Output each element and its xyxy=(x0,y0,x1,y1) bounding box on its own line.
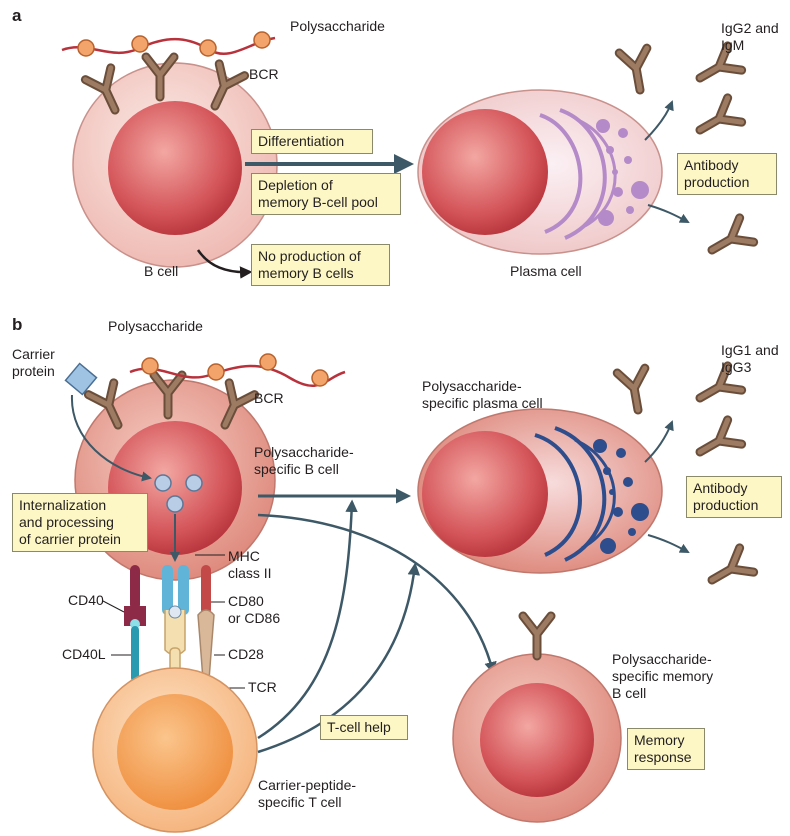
t-cell-label: Carrier-peptide-specific T cell xyxy=(258,777,357,810)
cd40l-label: CD40L xyxy=(62,646,106,662)
cd40-label: CD40 xyxy=(68,592,104,608)
cd28-label: CD28 xyxy=(228,646,264,662)
tcr-label: TCR xyxy=(248,679,277,695)
plasma-cell-b xyxy=(417,408,663,574)
arrow-no-production xyxy=(196,249,253,279)
bcr-label-b: BCR xyxy=(254,390,284,406)
cd80-molecule xyxy=(201,565,211,615)
plasma-cell-a xyxy=(417,89,663,255)
cd28-molecule xyxy=(197,609,215,681)
arrow-carrier-internalization xyxy=(70,394,152,482)
polysaccharide-label-a: Polysaccharide xyxy=(290,18,385,34)
plasma-cell-label-a: Plasma cell xyxy=(510,263,582,279)
carrier-protein-shape xyxy=(64,362,98,396)
t-cell xyxy=(92,667,258,833)
box-t-cell-help: T-cell help xyxy=(320,715,408,740)
polysaccharide-chain-a xyxy=(61,31,276,57)
arrow-to-memory-cell xyxy=(257,513,497,675)
polysaccharide-chain-b xyxy=(129,353,346,388)
arrow-antibody-down-b xyxy=(647,534,690,553)
cd40l-molecule xyxy=(131,626,139,682)
b-cell-b-label: Polysaccharide-specific B cell xyxy=(254,444,354,477)
b-cell-label: B cell xyxy=(144,263,179,279)
arrow-antibody-up-b xyxy=(644,420,674,463)
arrow-t-help-1 xyxy=(257,499,358,740)
mhc-class-ii xyxy=(162,565,189,615)
arrow-t-help-2 xyxy=(257,562,421,754)
plasma-cell-b-label: Polysaccharide-specific plasma cell xyxy=(422,378,543,411)
polysaccharide-label-b: Polysaccharide xyxy=(108,318,203,334)
arrow-antibody-up-a xyxy=(644,100,674,141)
cd40-molecule xyxy=(124,565,146,629)
bcr-label-a: BCR xyxy=(249,66,279,82)
box-differentiation: Differentiation xyxy=(251,129,373,154)
panel-letter-b: b xyxy=(12,315,23,334)
arrow-antibody-down-a xyxy=(647,204,690,223)
b-cell-a xyxy=(72,62,278,268)
panel-letter-a: a xyxy=(12,6,22,25)
memory-b-cell xyxy=(452,616,622,823)
